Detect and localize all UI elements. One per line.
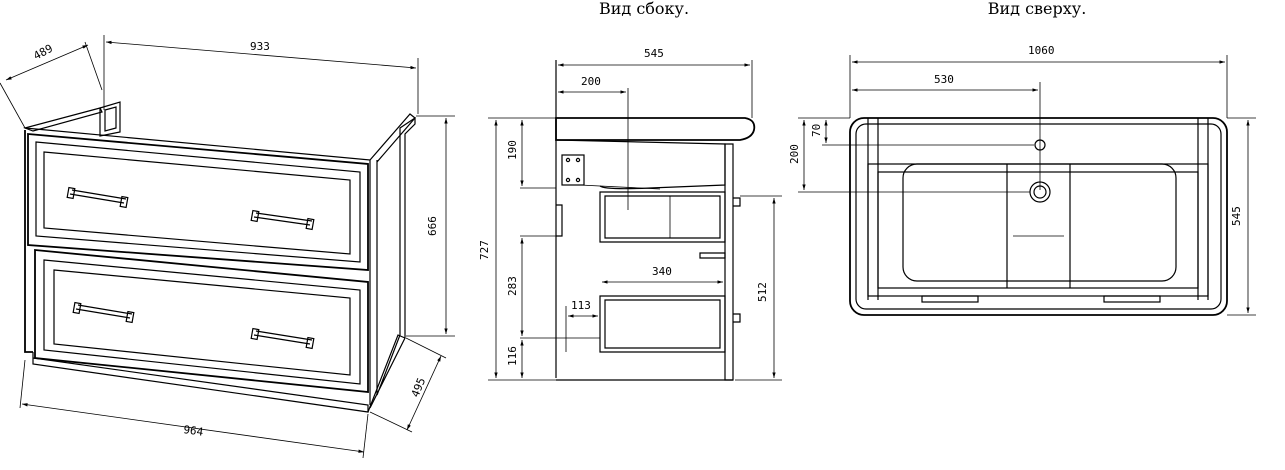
side-view: 545 200 727 190 283 116 340 113 512 bbox=[478, 47, 782, 381]
top-back-panel bbox=[23, 107, 103, 132]
dim-top-545: 545 bbox=[1230, 206, 1243, 226]
dim-side-total-height: 727 bbox=[478, 240, 491, 260]
dim-side-113: 113 bbox=[571, 299, 591, 312]
base-plinth bbox=[32, 352, 369, 413]
top-view: 1060 530 545 70 200 bbox=[788, 44, 1256, 316]
bottom-drawer-handle-right bbox=[250, 327, 315, 350]
top-drawer-handle-right bbox=[250, 209, 315, 231]
dim-top-1060: 1060 bbox=[1028, 44, 1055, 57]
basin-outline bbox=[849, 117, 1228, 316]
dim-top-depth: 489 bbox=[31, 42, 55, 63]
dim-side-116: 116 bbox=[506, 346, 519, 366]
bottom-drawer bbox=[34, 249, 369, 393]
dim-top-width: 933 bbox=[250, 40, 270, 53]
basin-bowl bbox=[902, 163, 1177, 282]
dim-side-512: 512 bbox=[756, 282, 769, 302]
cabinet-front bbox=[724, 143, 734, 381]
bottom-drawer-box bbox=[599, 295, 726, 353]
back-bracket bbox=[99, 101, 121, 137]
dim-base-depth: 495 bbox=[409, 376, 428, 399]
top-view-title: Вид сверху. bbox=[988, 0, 1087, 18]
dim-side-top-width: 545 bbox=[644, 47, 664, 60]
basin-top bbox=[555, 117, 756, 141]
dim-side-283: 283 bbox=[506, 276, 519, 296]
isometric-view: 489 933 666 495 964 bbox=[0, 35, 455, 459]
cabinet-frame bbox=[867, 163, 1209, 297]
wall-bracket bbox=[561, 154, 585, 186]
top-drawer bbox=[27, 133, 369, 271]
dim-base-width: 964 bbox=[183, 423, 205, 439]
dim-height: 666 bbox=[426, 216, 439, 236]
dim-top-530: 530 bbox=[934, 73, 954, 86]
top-drawer-handle-left bbox=[66, 186, 129, 209]
dim-side-190: 190 bbox=[506, 140, 519, 160]
dim-top-70: 70 bbox=[810, 124, 823, 137]
side-view-title: Вид сбоку. bbox=[599, 0, 689, 18]
dim-top-200: 200 bbox=[788, 144, 801, 164]
handle-right bbox=[1103, 295, 1161, 303]
dim-side-340: 340 bbox=[652, 265, 672, 278]
bottom-drawer-handle-left bbox=[72, 301, 135, 324]
top-drawer-box bbox=[599, 191, 726, 243]
handle-left bbox=[921, 295, 979, 303]
dim-side-offset: 200 bbox=[581, 75, 601, 88]
